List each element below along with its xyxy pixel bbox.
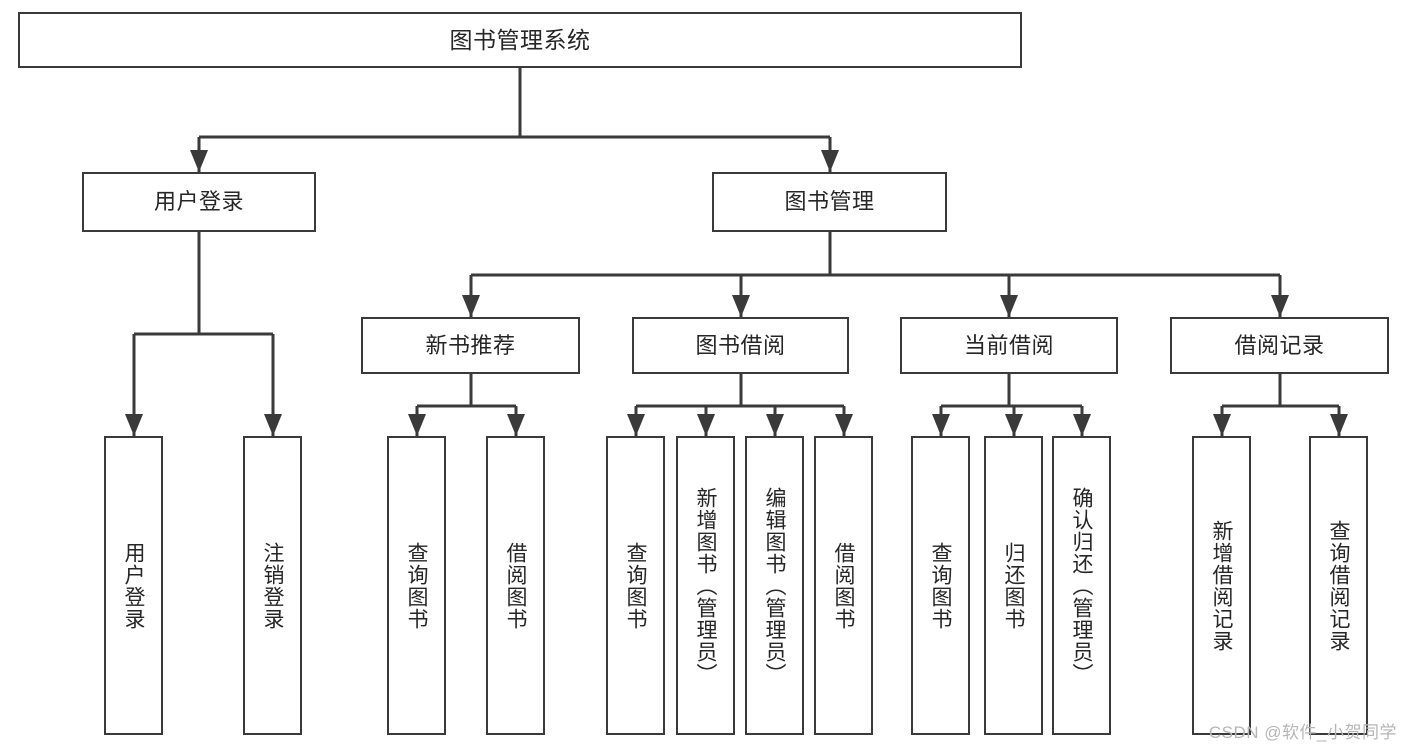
node-leaf-rec-borrow[interactable]: 借阅图书 [486, 436, 545, 735]
node-label: 查询图书 [405, 541, 428, 630]
node-book-manage[interactable]: 图书管理 [712, 172, 947, 232]
node-label: 借阅图书 [832, 541, 855, 630]
node-label: 新增图书（管理员） [694, 486, 717, 685]
node-root[interactable]: 图书管理系统 [18, 12, 1022, 68]
node-book-borrow[interactable]: 图书借阅 [632, 317, 849, 374]
node-label: 新书推荐 [425, 332, 516, 358]
node-leaf-user-login[interactable]: 用户登录 [104, 436, 163, 735]
node-label: 当前借阅 [963, 332, 1054, 358]
node-current-borrow[interactable]: 当前借阅 [900, 317, 1118, 374]
node-label: 图书管理 [784, 189, 875, 215]
node-label: 用户登录 [153, 189, 244, 215]
node-label: 注销登录 [261, 541, 284, 630]
node-leaf-rcd-add[interactable]: 新增借阅记录 [1192, 436, 1251, 735]
node-label: 借阅图书 [504, 541, 527, 630]
node-leaf-user-logout[interactable]: 注销登录 [243, 436, 302, 735]
node-label: 用户登录 [122, 541, 145, 630]
node-label: 查询图书 [929, 541, 952, 630]
node-leaf-cur-return[interactable]: 归还图书 [984, 436, 1043, 735]
watermark-label: CSDN @软件_小贺同学 [1208, 723, 1397, 742]
node-leaf-cur-query[interactable]: 查询图书 [911, 436, 970, 735]
node-label: 编辑图书（管理员） [763, 486, 786, 685]
node-leaf-brw-add[interactable]: 新增图书（管理员） [676, 436, 735, 735]
node-new-book-rec[interactable]: 新书推荐 [361, 317, 580, 374]
node-user-login[interactable]: 用户登录 [82, 172, 316, 232]
node-label: 新增借阅记录 [1210, 519, 1233, 652]
node-label: 查询图书 [624, 541, 647, 630]
node-label: 借阅记录 [1234, 332, 1325, 358]
node-leaf-cur-confirm[interactable]: 确认归还（管理员） [1052, 436, 1111, 735]
node-leaf-brw-edit[interactable]: 编辑图书（管理员） [745, 436, 804, 735]
node-label: 图书管理系统 [449, 26, 591, 53]
node-leaf-rcd-query[interactable]: 查询借阅记录 [1309, 436, 1368, 735]
node-borrow-record[interactable]: 借阅记录 [1170, 317, 1389, 374]
node-label: 确认归还（管理员） [1070, 486, 1093, 685]
node-label: 图书借阅 [695, 332, 786, 358]
node-leaf-brw-borrow[interactable]: 借阅图书 [814, 436, 873, 735]
node-label: 查询借阅记录 [1327, 519, 1350, 652]
node-label: 归还图书 [1002, 541, 1025, 630]
node-leaf-rec-query[interactable]: 查询图书 [387, 436, 446, 735]
node-leaf-brw-query[interactable]: 查询图书 [606, 436, 665, 735]
